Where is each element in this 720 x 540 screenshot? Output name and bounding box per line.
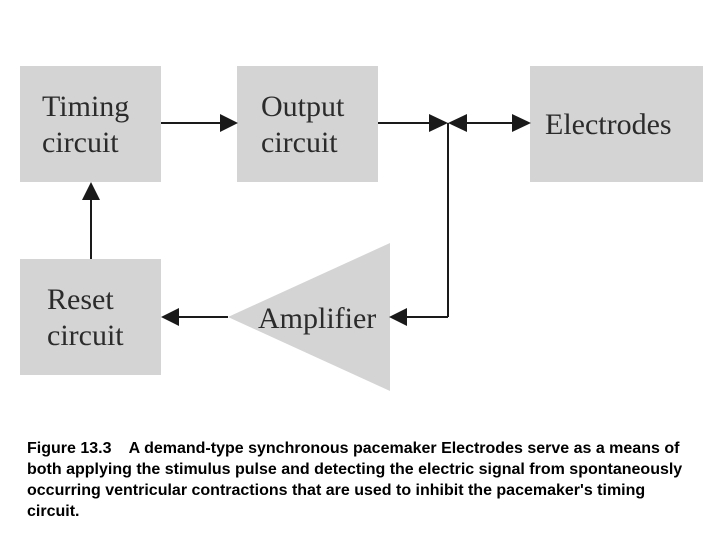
arrow-into-timing-icon [82,182,100,200]
arrow-into-junction-icon [429,114,448,132]
figure-caption-text: A demand-type synchronous pacemaker Elec… [27,440,683,520]
electrodes-block: Electrodes [530,66,703,182]
arrow-into-amplifier-icon [389,308,407,326]
figure-number: Figure 13.3 [27,440,112,457]
arrow-into-reset-icon [161,308,179,326]
arrowheads [82,114,531,326]
reset-circuit-label-line2: circuit [47,319,124,352]
amplifier-block: Amplifier [228,243,390,391]
timing-circuit-label-line1: Timing [42,90,129,123]
electrodes-box [530,66,703,182]
connector-lines [90,122,514,318]
arrow-out-of-electrodes-icon [448,114,467,132]
output-circuit-label-line1: Output [261,90,345,123]
electrodes-label: Electrodes [545,108,672,141]
output-circuit-box [237,66,378,182]
output-circuit-label-line2: circuit [261,126,338,159]
reset-circuit-box [20,259,161,375]
arrow-into-electrodes-icon [512,114,531,132]
reset-circuit-block: Reset circuit [20,259,161,375]
amplifier-triangle [228,243,390,391]
timing-circuit-block: Timing circuit [20,66,161,182]
reset-circuit-label-line1: Reset [47,283,114,316]
timing-circuit-box [20,66,161,182]
figure-caption: Figure 13.3 A demand-type synchronous pa… [27,438,697,522]
arrow-into-output-icon [220,114,238,132]
timing-circuit-label-line2: circuit [42,126,119,159]
output-circuit-block: Output circuit [237,66,378,182]
amplifier-label: Amplifier [258,302,376,335]
